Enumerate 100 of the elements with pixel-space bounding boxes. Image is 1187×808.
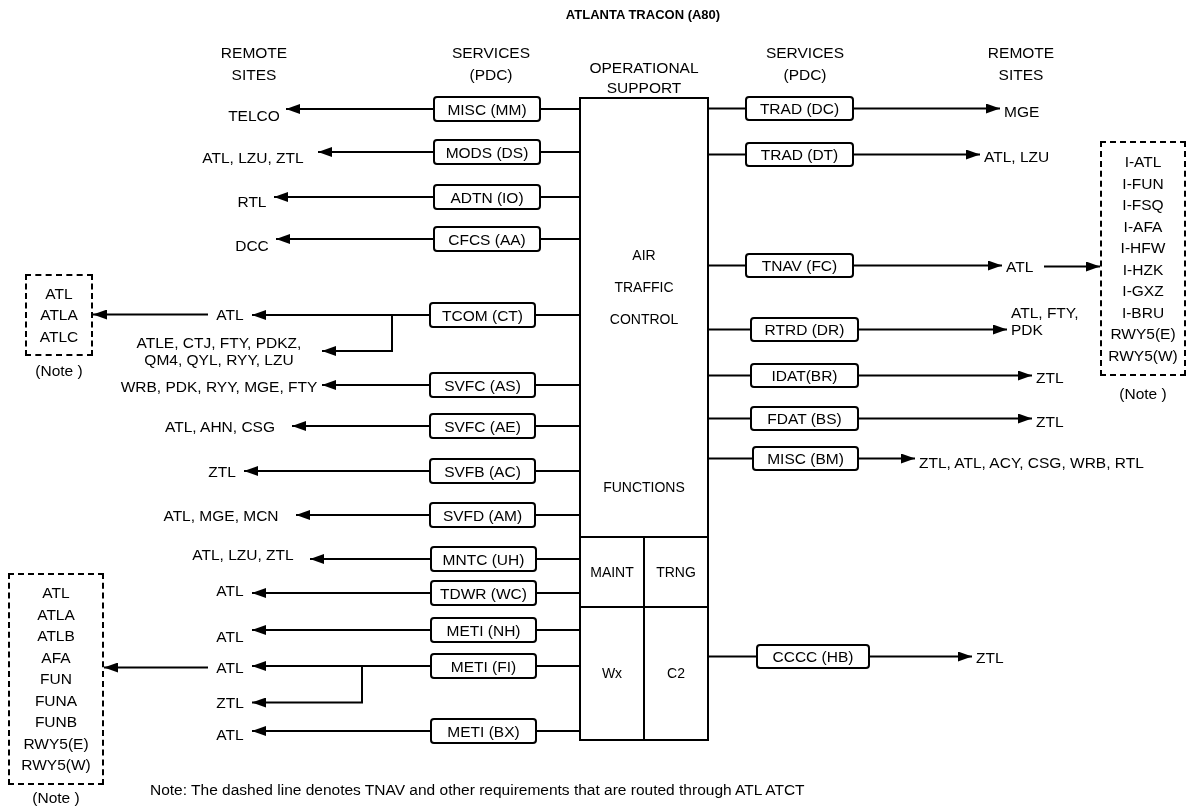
service-label: SVFC (AE) bbox=[444, 417, 521, 435]
site-label: WRB, PDK, RYY, MGE, FTY bbox=[119, 377, 319, 396]
arrow bbox=[251, 625, 431, 635]
service-label: TRAD (DC) bbox=[759, 100, 840, 117]
connector-line bbox=[540, 196, 582, 198]
arrow bbox=[858, 370, 1033, 381]
site-label: MGE bbox=[1003, 102, 1041, 121]
site-label: ATL bbox=[215, 627, 245, 646]
service-box bbox=[430, 718, 537, 744]
site-label: ZTL bbox=[215, 693, 245, 712]
service-box bbox=[433, 139, 541, 165]
service-box bbox=[745, 253, 854, 278]
arrow bbox=[858, 453, 916, 464]
service-label: SVFD (AM) bbox=[442, 506, 523, 524]
service-label: MISC (MM) bbox=[447, 100, 527, 118]
dashed-site-box bbox=[25, 274, 93, 356]
arrow bbox=[251, 588, 431, 598]
connector-line bbox=[535, 425, 582, 427]
arrow bbox=[853, 103, 1001, 114]
arrow bbox=[321, 314, 430, 356]
arrow bbox=[853, 149, 981, 160]
service-box bbox=[429, 413, 536, 439]
service-label: TNAV (FC) bbox=[761, 257, 838, 274]
site-label: RWY5(E) bbox=[1110, 324, 1176, 344]
arrow bbox=[853, 260, 1003, 271]
arrow bbox=[285, 104, 434, 114]
service-box bbox=[429, 502, 536, 528]
site-label: ATLB bbox=[37, 626, 75, 647]
arrow bbox=[275, 234, 434, 244]
column-heading: SERVICES (PDC) bbox=[764, 43, 846, 85]
site-label: ATL, AHN, CSG bbox=[164, 417, 276, 436]
connector-line bbox=[535, 470, 582, 472]
site-label: ATL bbox=[215, 305, 245, 324]
service-box bbox=[750, 363, 859, 388]
service-box bbox=[430, 653, 537, 679]
service-box bbox=[429, 302, 536, 328]
dashed-site-box bbox=[1100, 141, 1186, 376]
note-label: (Note ) bbox=[34, 361, 84, 381]
column-heading: SERVICES (PDC) bbox=[450, 43, 532, 85]
site-label: RWY5(E) bbox=[23, 733, 89, 754]
function-label: MAINT bbox=[590, 563, 634, 581]
connector-line bbox=[706, 264, 746, 267]
site-label: I-AFA bbox=[1123, 216, 1163, 237]
site-label: ZTL, ATL, ACY, CSG, WRB, RTL bbox=[918, 453, 1145, 472]
site-label: ATL, LZU bbox=[983, 147, 1051, 166]
site-label: RWY5(W) bbox=[21, 755, 91, 776]
site-label: I-FUN bbox=[1122, 173, 1164, 194]
site-label: FUN bbox=[40, 669, 72, 690]
service-label: MNTC (UH) bbox=[442, 550, 525, 568]
arrow bbox=[251, 665, 431, 708]
service-label: MODS (DS) bbox=[445, 143, 529, 161]
service-label: ADTN (IO) bbox=[450, 188, 524, 206]
service-box bbox=[430, 546, 537, 572]
site-label: ATL bbox=[42, 583, 70, 604]
service-label: TCOM (CT) bbox=[442, 306, 523, 324]
arrow bbox=[1043, 261, 1101, 272]
site-label: ATL, LZU, ZTL bbox=[191, 545, 295, 564]
arrow bbox=[103, 662, 209, 673]
column-heading: REMOTE SITES bbox=[986, 43, 1056, 85]
site-label: ZTL bbox=[207, 462, 237, 481]
connector-line bbox=[706, 328, 751, 331]
service-box bbox=[429, 458, 536, 484]
service-box bbox=[752, 446, 859, 471]
connector-line bbox=[536, 730, 582, 732]
function-label: TRNG bbox=[656, 563, 696, 581]
site-label: TELCO bbox=[227, 106, 281, 125]
service-label: IDAT(BR) bbox=[771, 367, 838, 384]
connector-line bbox=[706, 153, 746, 156]
note-text: Note: The dashed line denotes TNAV and other requirements that are routed through ATL ATCT bbox=[150, 780, 806, 800]
service-box bbox=[430, 617, 537, 643]
dashed-site-box bbox=[8, 573, 104, 785]
service-box bbox=[745, 96, 854, 121]
site-label: ATL bbox=[1005, 257, 1035, 276]
site-label: ZTL bbox=[1035, 368, 1065, 387]
service-box bbox=[433, 184, 541, 210]
site-label: I-HZK bbox=[1122, 259, 1164, 280]
service-box bbox=[433, 96, 541, 122]
site-label: ATLA bbox=[40, 305, 78, 326]
site-label: ZTL bbox=[1035, 412, 1065, 431]
connector-line bbox=[706, 107, 746, 110]
arrow bbox=[858, 324, 1008, 335]
service-label: METI (NH) bbox=[446, 621, 521, 639]
site-label: FUNB bbox=[34, 712, 78, 733]
service-box bbox=[430, 580, 537, 606]
service-label: RTRD (DR) bbox=[764, 321, 845, 338]
arrow bbox=[858, 413, 1033, 424]
site-label: I-HFW bbox=[1120, 238, 1166, 258]
connector-line bbox=[536, 558, 582, 560]
arrow bbox=[295, 510, 430, 520]
service-box bbox=[433, 226, 541, 252]
column-heading: OPERATIONAL SUPPORT bbox=[588, 58, 700, 98]
site-label: ZTL bbox=[975, 648, 1005, 667]
site-label: ATL bbox=[215, 658, 245, 677]
site-label: DCC bbox=[234, 236, 270, 255]
connector-line bbox=[540, 151, 582, 153]
service-label: TDWR (WC) bbox=[440, 584, 527, 602]
site-label: ATLE, CTJ, FTY, PDKZ, QM4, QYL, RYY, LZU bbox=[135, 333, 303, 369]
service-box bbox=[750, 317, 859, 342]
connector-line bbox=[706, 457, 753, 460]
site-label: I-FSQ bbox=[1122, 195, 1164, 215]
